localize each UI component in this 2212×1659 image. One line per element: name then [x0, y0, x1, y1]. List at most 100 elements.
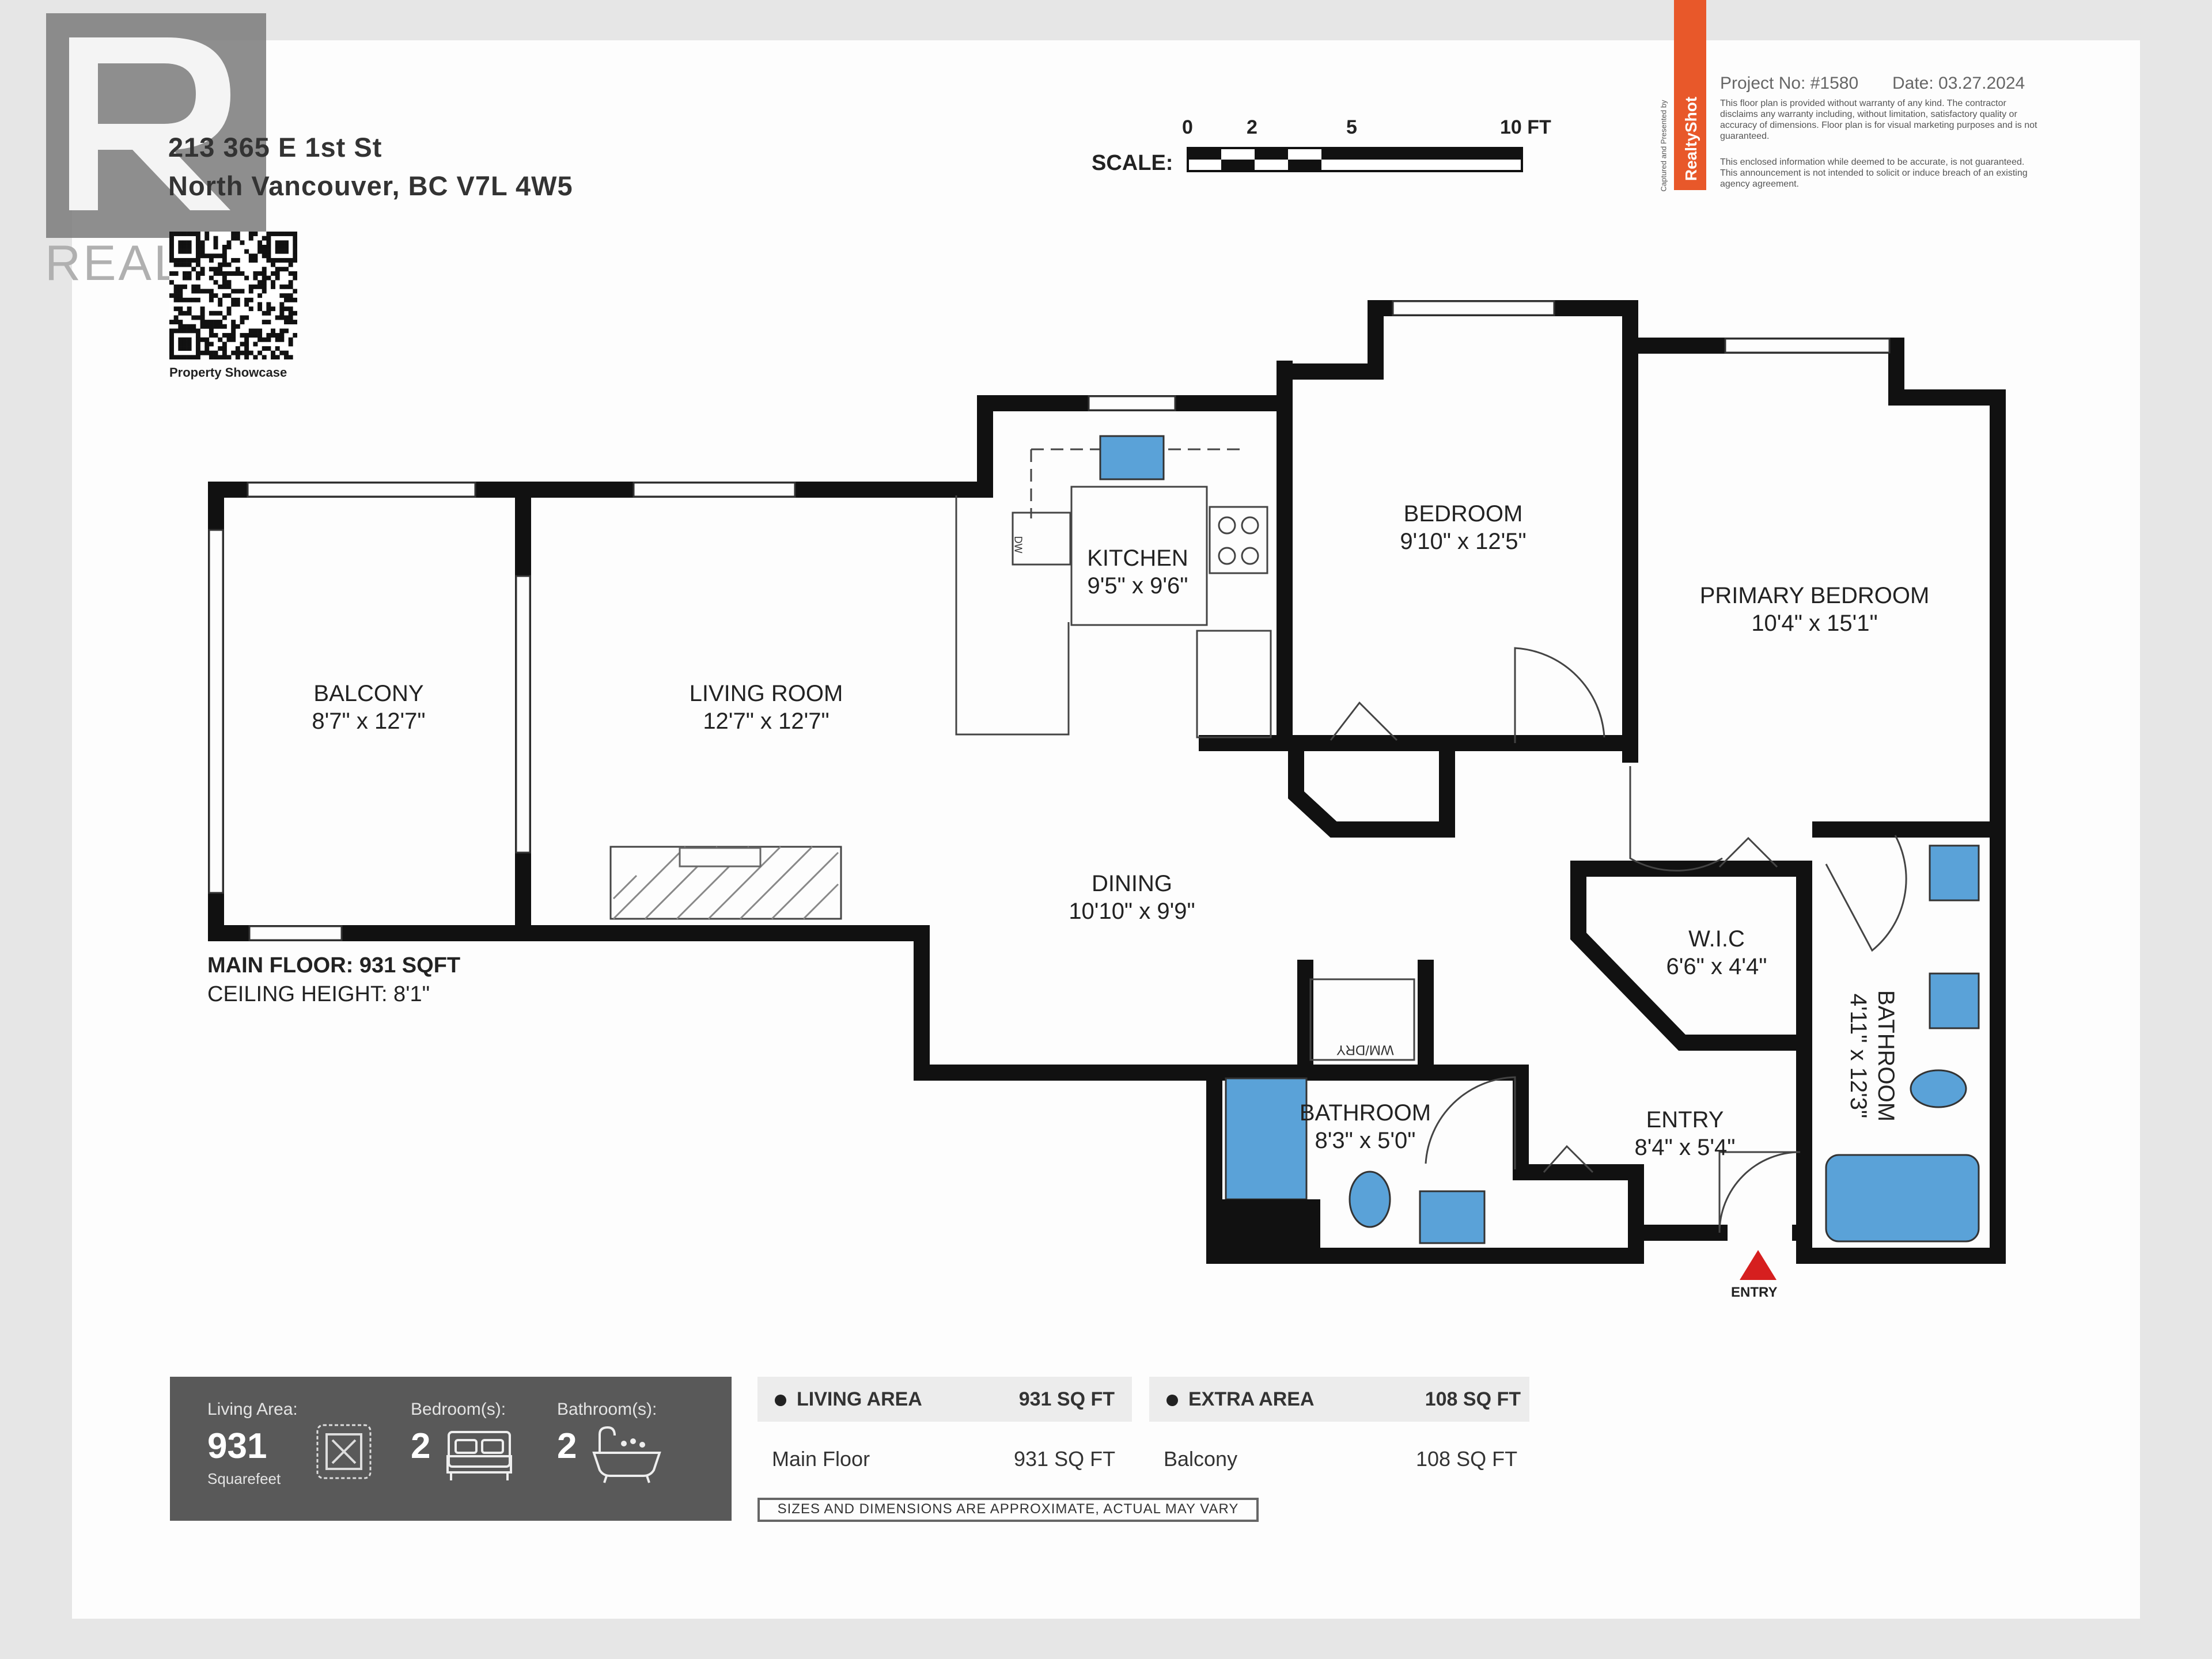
- scale-tick: 10 FT: [1500, 116, 1551, 138]
- notice-2: This enclosed information while deemed t…: [1720, 157, 2028, 189]
- room-balcony: BALCONY 8'7" x 12'7": [271, 680, 467, 735]
- door: [1629, 766, 1723, 872]
- bath1-sink: [1419, 1190, 1486, 1244]
- room-dims: 10'4" x 15'1": [1751, 611, 1878, 636]
- dw-text: DW: [1012, 536, 1024, 554]
- shower: [1225, 1077, 1308, 1200]
- bath1-toilet: [1349, 1171, 1391, 1228]
- room-dining: DINING 10'10" x 9'9": [1031, 870, 1233, 925]
- scale-bar: [1187, 147, 1524, 176]
- room-name: BEDROOM: [1403, 501, 1523, 527]
- window: [248, 925, 343, 941]
- bathtub-icon: [589, 1423, 664, 1489]
- room-bathroom-2-label: BATHROOM 4'11" x 12'3": [1844, 964, 1900, 1148]
- ceiling-height: CEILING HEIGHT: 8'1": [207, 982, 430, 1006]
- living-area-label: Living Area:: [207, 1400, 298, 1419]
- window: [1724, 338, 1891, 354]
- room-name: PRIMARY BEDROOM: [1699, 583, 1930, 608]
- realtor-logo: [40, 9, 282, 297]
- summary-box: Living Area: 931 Squarefeet Bedroom(s): …: [170, 1377, 732, 1521]
- bedrooms-label: Bedroom(s):: [411, 1400, 506, 1419]
- window: [1088, 395, 1176, 411]
- scale-bar-graphic: [1187, 147, 1523, 172]
- door: [1825, 835, 1907, 952]
- living-area-total: 931 SQ FT: [1018, 1388, 1115, 1410]
- entry-door: [1718, 1151, 1801, 1233]
- windows: [208, 300, 1891, 941]
- wall: [1288, 743, 1455, 838]
- bathtub: [1825, 1154, 1980, 1243]
- scale-label: SCALE:: [1092, 151, 1173, 175]
- bed-icon: [445, 1427, 514, 1488]
- room-living: LIVING ROOM 12'7" x 12'7": [651, 680, 881, 735]
- door: [1425, 1076, 1516, 1169]
- wall: [1513, 1164, 1644, 1264]
- room-name: BATHROOM: [1299, 1100, 1431, 1126]
- closet-door: [1330, 701, 1398, 741]
- realtyshot-banner: [1674, 0, 1706, 190]
- kitchen-sink: [1099, 435, 1165, 480]
- sliding-door: [515, 575, 531, 854]
- project-date: Date: 03.27.2024: [1892, 74, 2025, 93]
- dishwasher: [1012, 512, 1071, 566]
- room-dims: 10'10" x 9'9": [1069, 899, 1195, 924]
- room-entry: ENTRY 8'4" x 5'4": [1601, 1106, 1768, 1161]
- wall: [1796, 861, 2006, 1264]
- room-dims: 12'7" x 12'7": [703, 709, 830, 734]
- room-dims: 6'6" x 4'4": [1666, 954, 1767, 979]
- floor-plan-sheet: [72, 40, 2140, 1619]
- fireplace-hatch: [612, 846, 839, 920]
- room-bedroom: BEDROOM 9'10" x 12'5": [1365, 500, 1561, 555]
- window: [1392, 300, 1555, 316]
- qr-code-image: [169, 232, 298, 360]
- bathrooms-value: 2: [557, 1426, 577, 1466]
- extra-area-row-name: Balcony: [1164, 1447, 1238, 1471]
- room-dims: 8'3" x 5'0": [1315, 1128, 1416, 1153]
- room-dims: 9'10" x 12'5": [1400, 529, 1527, 554]
- room-dims: 4'11" x 12'3": [1846, 993, 1871, 1119]
- room-name: BATHROOM: [1873, 990, 1899, 1122]
- window: [632, 482, 796, 498]
- scale-tick: 5: [1346, 116, 1357, 138]
- bath2-sink-1: [1929, 844, 1980, 902]
- room-dims: 8'7" x 12'7": [312, 709, 426, 734]
- fireplace-mantel: [679, 847, 762, 868]
- fireplace: [609, 846, 842, 920]
- room-primary-bedroom: PRIMARY BEDROOM 10'4" x 15'1": [1671, 582, 1959, 637]
- laundry-label: WM/DRY: [1336, 1042, 1394, 1058]
- project-number: Project No: #1580: [1720, 74, 1859, 93]
- scale-tick: 2: [1247, 116, 1257, 138]
- room-name: W.I.C: [1688, 926, 1745, 952]
- extra-area-title: EXTRA AREA: [1188, 1388, 1315, 1410]
- scale-tick: 0: [1182, 116, 1193, 138]
- bath2-sink-2: [1929, 972, 1980, 1029]
- room-kitchen: KITCHEN 9'5" x 9'6": [1057, 544, 1218, 600]
- window: [247, 482, 476, 498]
- bullet-icon: [775, 1395, 786, 1407]
- room-dims: 8'4" x 5'4": [1634, 1135, 1736, 1160]
- living-area-header: LIVING AREA 931 SQ FT: [757, 1377, 1132, 1422]
- closet-door: [1718, 836, 1778, 868]
- living-area-value: 931: [207, 1426, 267, 1466]
- qr-code[interactable]: [169, 232, 298, 360]
- room-bathroom-1: BATHROOM 8'3" x 5'0": [1279, 1099, 1452, 1154]
- laundry-unit: [1309, 978, 1415, 1061]
- wall: [1206, 1065, 1644, 1264]
- bathrooms-label: Bathroom(s):: [557, 1400, 657, 1419]
- living-area-title: LIVING AREA: [797, 1388, 922, 1410]
- room-name: LIVING ROOM: [689, 681, 843, 706]
- room-name: DINING: [1092, 871, 1172, 896]
- room-wic: W.I.C 6'6" x 4'4": [1636, 925, 1797, 980]
- realtor-logo-mark: [46, 13, 266, 238]
- door: [1514, 647, 1605, 743]
- extra-area-row-value: 108 SQ FT: [1416, 1447, 1518, 1471]
- qr-caption: Property Showcase: [169, 365, 287, 380]
- disclaimer: SIZES AND DIMENSIONS ARE APPROXIMATE, AC…: [757, 1498, 1259, 1522]
- living-area-row-name: Main Floor: [772, 1447, 870, 1471]
- living-area-row-value: 931 SQ FT: [1014, 1447, 1116, 1471]
- window: [208, 529, 224, 894]
- extra-area-header: EXTRA AREA 108 SQ FT: [1149, 1377, 1529, 1422]
- wall: [1570, 861, 1812, 1051]
- closet-door: [1543, 1145, 1594, 1173]
